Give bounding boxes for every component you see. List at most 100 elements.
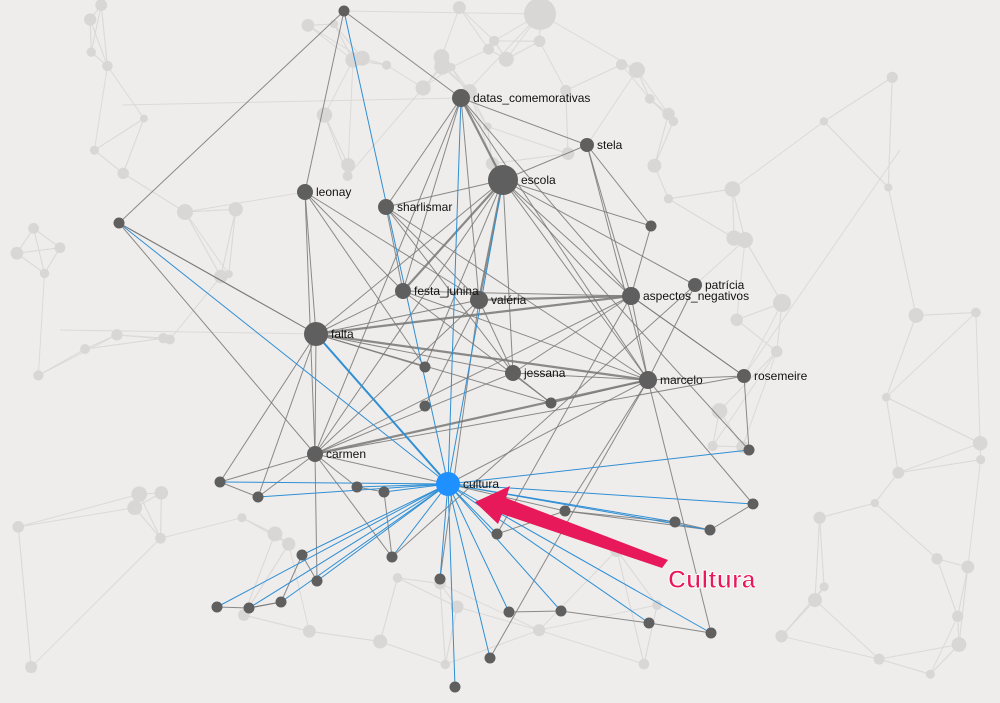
edge-carmen-cultura — [314, 453, 449, 485]
graph-node[interactable] — [491, 528, 503, 540]
background-node — [644, 93, 655, 104]
graph-node[interactable] — [386, 551, 398, 563]
background-node — [228, 202, 243, 217]
background-node — [724, 181, 741, 197]
active-nodes[interactable] — [113, 5, 759, 693]
background-node — [111, 329, 123, 341]
cultura-edge-16 — [391, 483, 449, 558]
background-edge — [439, 583, 540, 631]
cultura-edge-24 — [447, 483, 562, 612]
node-sharlismar[interactable] — [378, 199, 394, 215]
background-edge — [732, 120, 825, 190]
background-node — [951, 637, 967, 652]
background-node — [86, 47, 96, 57]
background-edge — [887, 187, 917, 316]
background-node — [952, 610, 964, 622]
node-cultura[interactable] — [436, 472, 460, 496]
node-carmen[interactable] — [307, 446, 323, 462]
node-leonay[interactable] — [297, 184, 313, 200]
graph-node[interactable] — [311, 575, 323, 587]
background-node — [532, 624, 546, 637]
graph-node[interactable] — [705, 627, 717, 639]
background-edge — [819, 517, 825, 587]
edge-datas_comemorativas-festa_junina — [402, 97, 462, 292]
background-node — [524, 0, 556, 30]
graph-node[interactable] — [704, 524, 716, 536]
graph-node[interactable] — [351, 481, 363, 493]
background-edge — [731, 189, 735, 239]
background-node — [533, 35, 546, 48]
node-jessana[interactable] — [505, 365, 521, 381]
graph-node[interactable] — [419, 400, 431, 412]
graph-node[interactable] — [211, 601, 223, 613]
edge-carmen-1 — [118, 222, 316, 455]
node-aspectos_negativos[interactable] — [622, 287, 640, 305]
graph-node[interactable] — [555, 605, 567, 617]
graph-node[interactable] — [434, 573, 446, 585]
node-label-aspectos_negativos: aspectos_negativos — [643, 289, 749, 303]
graph-node[interactable] — [378, 486, 390, 498]
cultura-edge-21 — [216, 483, 449, 608]
background-edge — [814, 517, 821, 601]
background-node — [652, 600, 663, 610]
graph-node[interactable] — [669, 516, 681, 528]
background-edge — [445, 629, 540, 665]
edge-carmen-16 — [314, 453, 393, 558]
background-node — [970, 307, 981, 318]
node-rosemeire[interactable] — [737, 369, 751, 383]
edge-jessana-8 — [512, 372, 552, 404]
graph-node[interactable] — [449, 681, 461, 693]
faded-nodes — [10, 0, 988, 679]
graph-node[interactable] — [503, 606, 515, 618]
background-edge — [885, 315, 917, 398]
background-edge — [823, 76, 893, 122]
background-edge — [732, 188, 746, 241]
node-festa_junina[interactable] — [395, 283, 411, 299]
edge-leonay-6 — [304, 191, 426, 368]
background-node — [730, 313, 743, 327]
background-edge — [712, 351, 778, 447]
graph-node[interactable] — [296, 549, 308, 561]
graph-node[interactable] — [113, 217, 125, 229]
edge-festa_junina-marcelo — [402, 290, 649, 381]
background-edge — [59, 329, 317, 335]
background-node — [80, 344, 90, 354]
edge-falta-3 — [257, 333, 317, 498]
node-stela[interactable] — [580, 138, 594, 152]
node-datas_comemorativas[interactable] — [452, 89, 470, 107]
graph-node[interactable] — [252, 491, 264, 503]
graph-node[interactable] — [747, 498, 759, 510]
graph-node[interactable] — [645, 220, 657, 232]
background-node — [33, 370, 44, 381]
background-node — [214, 269, 228, 284]
node-falta[interactable] — [304, 322, 328, 346]
edge-escola-aspectos_negativos — [502, 179, 632, 297]
graph-node[interactable] — [484, 652, 496, 664]
background-node — [302, 624, 316, 638]
background-node — [668, 116, 679, 127]
graph-node[interactable] — [243, 602, 255, 614]
edge-12-14 — [564, 510, 711, 531]
graph-node[interactable] — [559, 505, 571, 517]
background-edge — [538, 629, 645, 665]
edge-festa_junina-aspectos_negativos — [402, 290, 632, 297]
graph-node[interactable] — [275, 596, 287, 608]
node-valeria[interactable] — [470, 291, 488, 309]
background-node — [707, 440, 718, 452]
node-patricia[interactable] — [688, 278, 702, 292]
node-marcelo[interactable] — [639, 371, 657, 389]
graph-node[interactable] — [545, 397, 557, 409]
graph-node[interactable] — [743, 444, 755, 456]
graph-node[interactable] — [419, 361, 431, 373]
background-node — [84, 13, 97, 26]
callout-label: Cultura — [668, 566, 757, 594]
graph-node[interactable] — [214, 476, 226, 488]
background-edge — [90, 4, 102, 53]
node-escola[interactable] — [488, 165, 518, 195]
edge-aspectos_negativos-15 — [496, 295, 632, 535]
background-edge — [958, 566, 969, 645]
graph-node[interactable] — [338, 5, 350, 17]
background-node — [392, 573, 403, 583]
graph-node[interactable] — [643, 617, 655, 629]
background-edge — [33, 227, 61, 249]
